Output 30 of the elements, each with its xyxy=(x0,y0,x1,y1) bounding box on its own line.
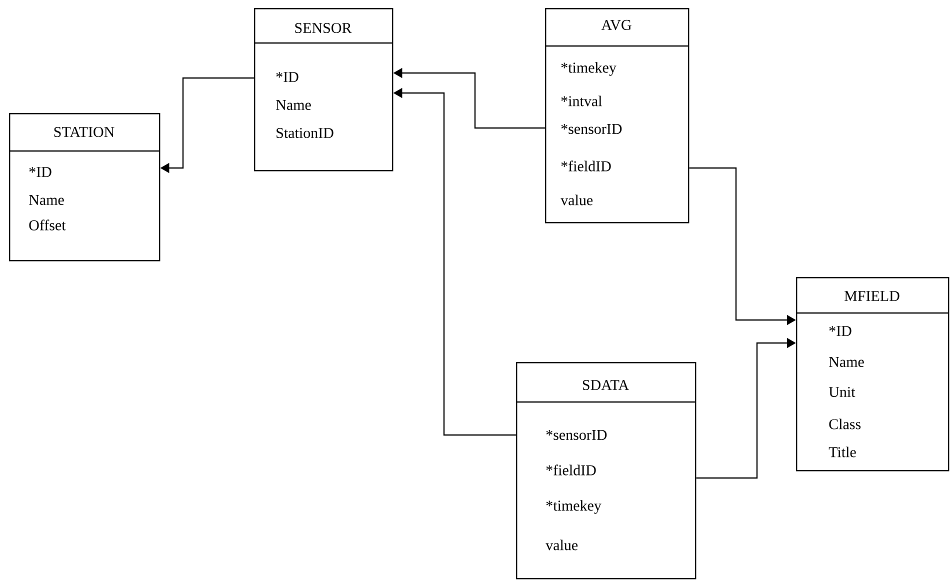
field-name: *timekey xyxy=(546,500,602,514)
field-name: *sensorID xyxy=(546,430,607,440)
field-name: *fieldID xyxy=(546,464,596,476)
field-name: *ID xyxy=(829,326,852,336)
field-name: Name xyxy=(29,195,64,205)
field-name: *intval xyxy=(561,96,602,106)
entity-table xyxy=(796,277,950,472)
entity-table xyxy=(516,362,696,580)
field-name: *timekey xyxy=(561,62,616,76)
field-name: Title xyxy=(828,446,856,458)
entity-table xyxy=(545,8,690,224)
field-name: *fieldID xyxy=(561,160,611,172)
field-name: Offset xyxy=(29,220,66,230)
field-name: *ID xyxy=(276,72,298,82)
table-title: STATION xyxy=(54,126,114,138)
field-name: Name xyxy=(829,357,864,367)
entity-table xyxy=(9,113,160,262)
field-name: Unit xyxy=(828,386,856,398)
table-title: SDATA xyxy=(582,380,629,390)
field-name: value xyxy=(560,194,593,206)
field-name: value xyxy=(546,540,578,550)
table-title: SENSOR xyxy=(295,22,352,34)
table-title: AVG xyxy=(601,20,632,30)
field-name: Class xyxy=(829,418,861,430)
table-title: MFIELD xyxy=(844,291,900,301)
field-name: Name xyxy=(276,100,311,110)
field-name: *sensorID xyxy=(561,124,622,134)
entity-table xyxy=(254,8,394,172)
field-name: StationID xyxy=(276,128,334,138)
field-name: *ID xyxy=(29,167,52,177)
